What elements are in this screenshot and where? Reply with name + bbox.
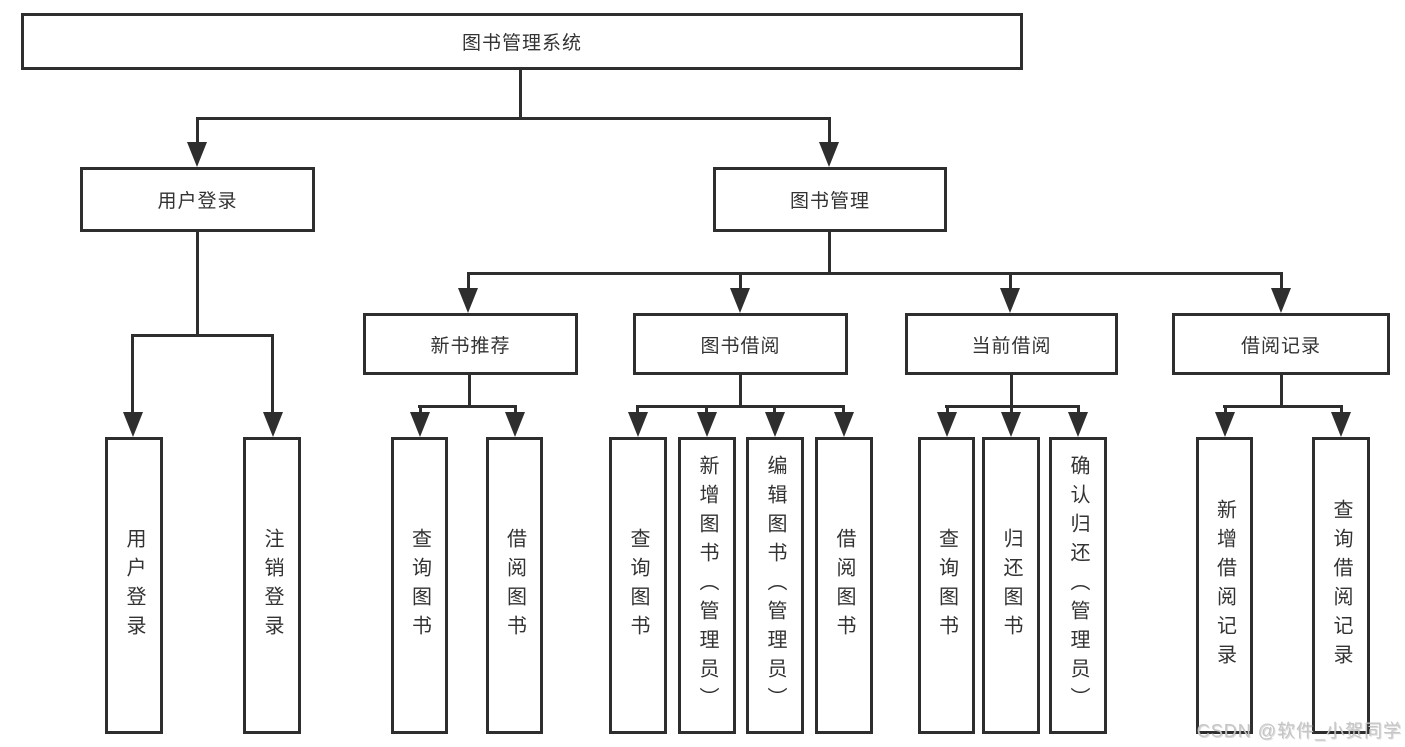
arrowhead-down-icon: [730, 288, 750, 313]
arrowhead-down-icon: [187, 142, 207, 167]
connector-stem-leaf-logout: [271, 334, 274, 418]
connector-level3-bar: [467, 272, 1283, 275]
connector-level2-bar: [196, 117, 831, 120]
connector-book-management-drop: [828, 232, 831, 275]
arrowhead-down-icon: [123, 412, 143, 437]
leaf-query-books-recommend: 查询图书: [391, 437, 448, 734]
leaf-confirm-return-admin-label: 确认归还（管理员）: [1067, 455, 1089, 716]
arrowhead-down-icon: [1271, 288, 1291, 313]
node-borrow-records: 借阅记录: [1172, 313, 1390, 375]
leaf-return-book-label: 归还图书: [1000, 527, 1022, 644]
connector-stem: [636, 405, 639, 417]
node-book-management-label: 图书管理: [789, 191, 870, 212]
leaf-logout-label: 注销登录: [261, 527, 283, 644]
leaf-user-login-label: 用户登录: [123, 527, 145, 644]
leaf-query-books-current: 查询图书: [918, 437, 975, 734]
connector-stem: [514, 405, 517, 417]
connector-borrow-records-bar: [1223, 405, 1343, 408]
node-current-borrow-label: 当前借阅: [971, 335, 1052, 357]
arrowhead-down-icon: [458, 288, 478, 313]
connector-current-borrow-drop: [1010, 375, 1013, 408]
arrowhead-down-icon: [697, 412, 717, 437]
node-new-book-recommend: 新书推荐: [363, 313, 578, 375]
leaf-add-book-admin: 新增图书（管理员）: [678, 437, 736, 734]
connector-stem: [1010, 405, 1013, 417]
connector-stem: [842, 405, 845, 417]
connector-stem: [1077, 405, 1080, 417]
connector-user-login-drop: [196, 232, 199, 337]
leaf-edit-book-admin-label: 编辑图书（管理员）: [764, 455, 786, 716]
arrowhead-down-icon: [1068, 412, 1088, 437]
node-user-login: 用户登录: [80, 167, 315, 232]
leaf-borrow-books-label: 借阅图书: [833, 527, 855, 644]
connector-stem: [1340, 405, 1343, 417]
connector-book-borrow-bar: [636, 405, 845, 408]
node-borrow-records-label: 借阅记录: [1240, 335, 1321, 357]
leaf-confirm-return-admin: 确认归还（管理员）: [1049, 437, 1107, 734]
connector-root-drop: [519, 70, 522, 120]
connector-stem: [773, 405, 776, 417]
connector-stem: [946, 405, 949, 417]
arrowhead-down-icon: [410, 412, 430, 437]
leaf-query-borrow-record-label: 查询借阅记录: [1330, 498, 1352, 673]
connector-stem-borrow-records: [1280, 272, 1283, 292]
leaf-borrow-books-label: 借阅图书: [503, 527, 526, 644]
connector-stem: [1224, 405, 1227, 417]
connector-stem-current-borrow: [1009, 272, 1012, 292]
leaf-borrow-books-recommend: 借阅图书: [486, 437, 543, 734]
leaf-query-books-label: 查询图书: [935, 527, 958, 644]
leaf-add-borrow-record-label: 新增借阅记录: [1213, 498, 1236, 673]
node-book-borrow-label: 图书借阅: [700, 335, 781, 357]
csdn-watermark: CSDN @软件_小贺同学: [1196, 721, 1402, 741]
leaf-query-books-label: 查询图书: [408, 527, 431, 644]
connector-stem-book-management: [828, 117, 831, 147]
arrowhead-down-icon: [765, 412, 785, 437]
leaf-return-book: 归还图书: [982, 437, 1040, 734]
arrowhead-down-icon: [834, 412, 854, 437]
connector-stem-new-book: [467, 272, 470, 292]
connector-user-login-bar: [131, 334, 274, 337]
connector-stem-user-login: [196, 117, 199, 147]
arrowhead-down-icon: [819, 142, 839, 167]
arrowhead-down-icon: [505, 412, 525, 437]
connector-stem-leaf-user-login: [131, 334, 134, 418]
node-book-management: 图书管理: [713, 167, 947, 232]
arrowhead-down-icon: [628, 412, 648, 437]
arrowhead-down-icon: [1331, 412, 1351, 437]
leaf-logout: 注销登录: [243, 437, 301, 734]
leaf-add-borrow-record: 新增借阅记录: [1196, 437, 1253, 734]
arrowhead-down-icon: [263, 412, 283, 437]
leaf-user-login: 用户登录: [105, 437, 163, 734]
node-new-book-recommend-label: 新书推荐: [430, 335, 511, 357]
node-user-login-label: 用户登录: [157, 191, 238, 212]
connector-stem: [419, 405, 422, 417]
connector-stem: [705, 405, 708, 417]
node-library-system: 图书管理系统: [21, 13, 1023, 70]
connector-new-book-bar: [418, 405, 517, 408]
leaf-add-book-admin-label: 新增图书（管理员）: [696, 455, 718, 716]
arrowhead-down-icon: [937, 412, 957, 437]
leaf-query-books-borrow: 查询图书: [609, 437, 667, 734]
arrowhead-down-icon: [1000, 288, 1020, 313]
leaf-edit-book-admin: 编辑图书（管理员）: [746, 437, 804, 734]
leaf-query-books-label: 查询图书: [627, 527, 649, 644]
arrowhead-down-icon: [1001, 412, 1021, 437]
connector-stem-book-borrow: [739, 272, 742, 292]
leaf-query-borrow-record: 查询借阅记录: [1312, 437, 1370, 734]
node-library-system-label: 图书管理系统: [461, 33, 582, 54]
connector-book-borrow-drop: [739, 375, 742, 408]
node-book-borrow: 图书借阅: [633, 313, 848, 375]
leaf-borrow-books: 借阅图书: [815, 437, 873, 734]
arrowhead-down-icon: [1215, 412, 1235, 437]
connector-borrow-records-drop: [1280, 375, 1283, 408]
connector-new-book-drop: [468, 375, 471, 408]
node-current-borrow: 当前借阅: [905, 313, 1118, 375]
